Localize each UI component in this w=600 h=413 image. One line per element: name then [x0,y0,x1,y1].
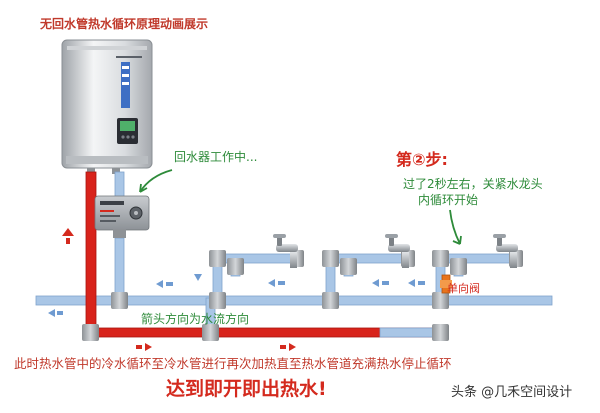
step2-heading: 第②步: [396,150,448,169]
flow-direction-note: 箭头方向为水流方向 [141,312,250,326]
step2-note-line2: 内循环开始 [418,193,479,207]
check-valve [440,274,452,294]
step2-note-line1: 过了2秒左右，关紧水龙头 [403,177,543,191]
faucet-2 [385,234,410,268]
check-valve-label: 单向阀 [447,282,480,295]
explanation-text: 此时热水管中的冷水循环至冷水管进行再次加热直至热水管道充满热水停止循环 [14,356,452,371]
water-heater [61,39,153,174]
flow-arrows [48,228,425,351]
tap-callout-arrow [449,209,461,245]
brand-badge [116,56,142,58]
diagram-title: 无回水管热水循环原理动画展示 [40,17,209,31]
circulation-pump [94,195,150,238]
callout-arrows [139,169,462,245]
pump-working-label: 回水器工作中... [174,150,258,164]
source-watermark: 头条 @几禾空间设计 [451,385,573,400]
faucet-1 [273,234,298,268]
pump-callout-arrow [139,169,173,193]
faucet-3 [493,234,518,268]
pipe-fittings [82,250,523,341]
conclusion-text: 达到即开即出热水! [166,378,327,400]
